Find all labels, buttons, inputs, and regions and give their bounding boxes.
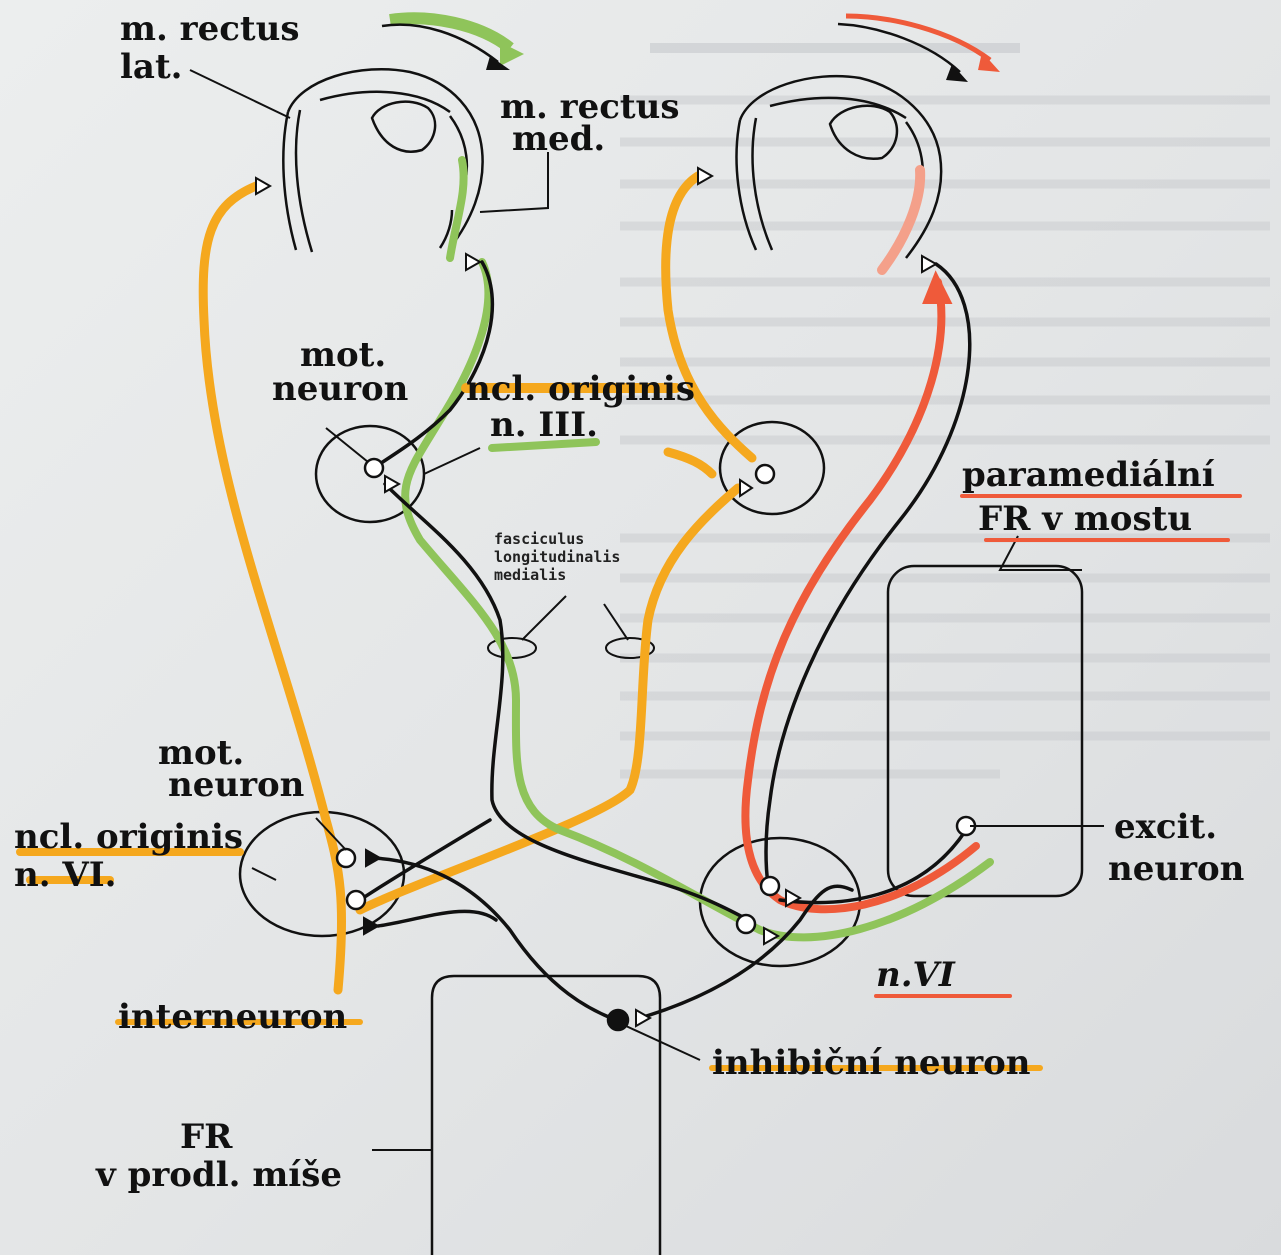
label-rectus-lat-line2: lat. <box>120 47 183 87</box>
left-rotation-arrow <box>382 18 524 70</box>
label-inhibicni-neuron: inhibiční neuron <box>712 1043 1031 1083</box>
orange-pathways <box>203 176 752 990</box>
label-mot-neuron-top-line2: neuron <box>272 369 408 409</box>
label-fasciculus-line1: fasciculus <box>494 530 584 548</box>
label-mot-neuron-bottom-line2: neuron <box>168 765 304 805</box>
label-excit-line2: neuron <box>1108 849 1244 889</box>
label-ncl-VI-line2: n. VI. <box>14 855 117 895</box>
green-pathway <box>405 160 990 937</box>
label-fr-prodl-line2: v prodl. míše <box>95 1155 342 1195</box>
label-fr-prodl-line1: FR <box>180 1117 233 1157</box>
label-ncl-VI-line1: ncl. originis <box>14 817 243 857</box>
label-rectus-lat-line1: m. rectus <box>120 9 299 49</box>
label-paramedialni-line2: FR v mostu <box>978 499 1192 539</box>
label-ncl-III-line1: ncl. originis <box>466 369 695 409</box>
label-rectus-med-line2: med. <box>512 119 605 159</box>
label-excit-line1: excit. <box>1114 807 1217 847</box>
label-fasciculus-line2: longitudinalis <box>494 548 620 566</box>
label-ncl-III-line2: n. III. <box>490 405 598 445</box>
label-paramedialni-line1: paramediální <box>962 455 1215 495</box>
label-interneuron: interneuron <box>118 997 347 1037</box>
label-nVI: n.VI <box>876 955 956 995</box>
label-fasciculus-line3: medialis <box>494 566 566 584</box>
background-text-lines <box>620 48 1270 774</box>
